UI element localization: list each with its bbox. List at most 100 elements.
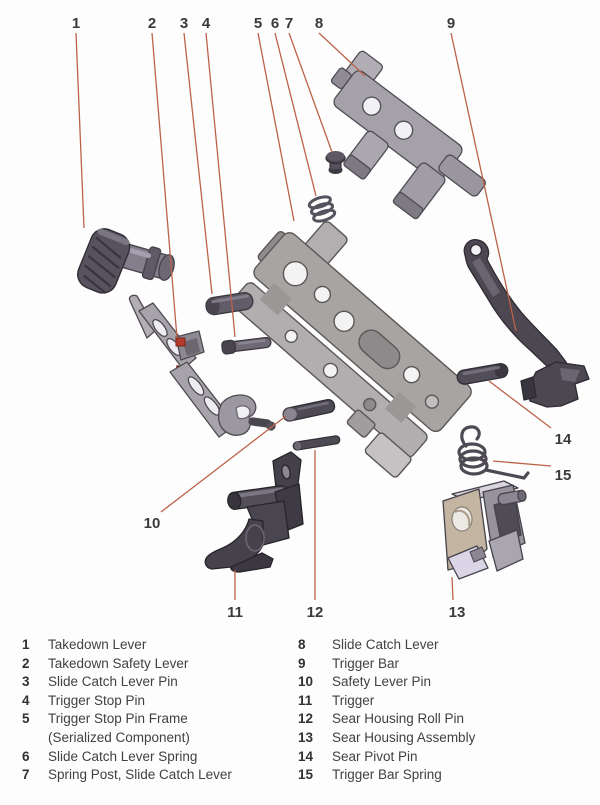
legend-part-number: 13 (298, 729, 314, 745)
part-trigger-stop-pin (221, 336, 272, 355)
callout-leader-line-6 (274, 32, 317, 197)
legend-row: 13 Sear Housing Assembly (298, 729, 578, 748)
legend-row: 2 Takedown Safety Lever (22, 655, 298, 674)
callout-leader-line-14 (488, 380, 552, 429)
callout-leader-line-7 (288, 32, 333, 153)
callout-number-5: 5 (254, 15, 262, 32)
part-spring-post (325, 151, 346, 174)
part-slide-catch-lever-spring (307, 195, 337, 223)
callout-number-10: 10 (144, 515, 161, 532)
part-trigger (204, 451, 304, 573)
legend-part-name: Trigger Bar (332, 655, 578, 674)
legend-part-name-line: Trigger Bar Spring (332, 767, 442, 783)
legend-part-number: 3 (22, 674, 30, 690)
callout-leader-line-8 (318, 32, 366, 77)
legend-part-name: Slide Catch Lever Pin (48, 673, 298, 692)
callout-leader-line-2 (151, 32, 178, 339)
legend-part-name-line: Sear Pivot Pin (332, 748, 418, 764)
legend-part-number: 12 (298, 711, 314, 727)
legend-part-number: 8 (298, 637, 306, 652)
legend-part-number: 11 (298, 692, 313, 708)
legend-part-name: Slide Catch Lever Spring (48, 748, 298, 767)
callout-number-14: 14 (555, 431, 572, 448)
legend-part-name-line: (Serialized Component) (48, 729, 190, 745)
callout-number-9: 9 (447, 15, 455, 32)
legend-part-number: 7 (22, 767, 30, 783)
legend-part-number: 5 (22, 711, 30, 727)
part-safety-lever-pin (282, 398, 336, 422)
legend-row: 9 Trigger Bar (298, 655, 578, 674)
legend-row: 8 Slide Catch Lever (298, 636, 578, 655)
legend-part-number: 15 (298, 767, 314, 783)
legend-row: 15 Trigger Bar Spring (298, 766, 578, 785)
legend-part-number: 2 (22, 655, 30, 671)
legend-part-name: Sear Housing Roll Pin (332, 710, 578, 729)
legend-part-name: Slide Catch Lever (332, 636, 578, 655)
legend-part-name-line: Slide Catch Lever Spring (48, 748, 198, 764)
part-trigger-bar (463, 239, 590, 408)
callout-number-2: 2 (148, 15, 156, 32)
callout-leader-line-5 (257, 32, 295, 222)
legend-part-name: Takedown Safety Lever (48, 655, 298, 674)
callout-number-8: 8 (315, 15, 323, 32)
part-sear-housing-assembly (442, 480, 527, 580)
legend-part-number: 4 (22, 692, 30, 708)
legend-part-name: Sear Housing Assembly (332, 729, 578, 748)
part-sear-pivot-pin (456, 363, 509, 385)
legend-part-number: 1 (22, 637, 30, 652)
part-takedown-safety-lever (128, 294, 276, 438)
legend-row: 7 Spring Post, Slide Catch Lever (22, 766, 298, 785)
legend-part-number: 6 (22, 748, 30, 764)
part-trigger-bar-spring (457, 425, 530, 480)
legend-part-name-line: Trigger Stop Pin (48, 692, 146, 708)
legend-part-name-line: Trigger Stop Pin Frame (48, 711, 188, 727)
legend-part-name: Trigger Bar Spring (332, 766, 578, 785)
legend-part-name: Sear Pivot Pin (332, 748, 578, 767)
legend-part-name-line: Slide Catch Lever (332, 637, 439, 652)
legend-part-name-line: Takedown Lever (48, 637, 147, 652)
legend-part-name-line: Sear Housing Roll Pin (332, 711, 465, 727)
callout-number-12: 12 (307, 604, 324, 621)
legend-part-name: Spring Post, Slide Catch Lever (48, 766, 298, 785)
callout-leader-line-10 (160, 415, 287, 513)
part-slide-catch-lever (330, 50, 486, 220)
legend-part-name: Trigger (332, 692, 578, 711)
callout-number-6: 6 (271, 15, 279, 32)
legend-row: 1 Takedown Lever (22, 636, 298, 655)
callout-leader-line-1 (75, 32, 85, 229)
legend-row: 5 Trigger Stop Pin Frame (Serialized Compo… (22, 710, 298, 747)
legend-row: 12 Sear Housing Roll Pin (298, 710, 578, 729)
callout-number-15: 15 (555, 467, 572, 484)
part-frame (231, 221, 472, 478)
part-takedown-lever (76, 228, 175, 294)
callout-leader-line-4 (205, 32, 236, 338)
legend-row: 11 Trigger (298, 692, 578, 711)
legend-part-name-line: Spring Post, Slide Catch Lever (48, 767, 232, 783)
legend-part-name-line: Sear Housing Assembly (332, 729, 476, 745)
legend-row: 14 Sear Pivot Pin (298, 748, 578, 767)
legend-row: 6 Slide Catch Lever Spring (22, 748, 298, 767)
legend-part-name-line: Safety Lever Pin (332, 674, 432, 690)
legend-part-name: Takedown Lever (48, 636, 298, 655)
legend-row: 3 Slide Catch Lever Pin (22, 673, 298, 692)
legend-part-number: 9 (298, 655, 306, 671)
legend-part-name-line: Slide Catch Lever Pin (48, 674, 178, 690)
legend-part-name-line: Trigger (332, 692, 375, 708)
part-slide-catch-lever-pin (205, 291, 254, 316)
callout-leader-line-9 (450, 32, 517, 332)
callout-number-13: 13 (449, 604, 466, 621)
legend-part-name: Trigger Stop Pin (48, 692, 298, 711)
callout-number-7: 7 (285, 15, 293, 32)
callout-leader-line-13 (451, 576, 454, 601)
legend-row: 4 Trigger Stop Pin (22, 692, 298, 711)
legend-part-name-line: Trigger Bar (332, 655, 400, 671)
callout-leader-line-15 (492, 460, 552, 467)
callout-number-4: 4 (202, 15, 211, 32)
legend-part-number: 14 (298, 748, 314, 764)
legend-part-name: Safety Lever Pin (332, 673, 578, 692)
